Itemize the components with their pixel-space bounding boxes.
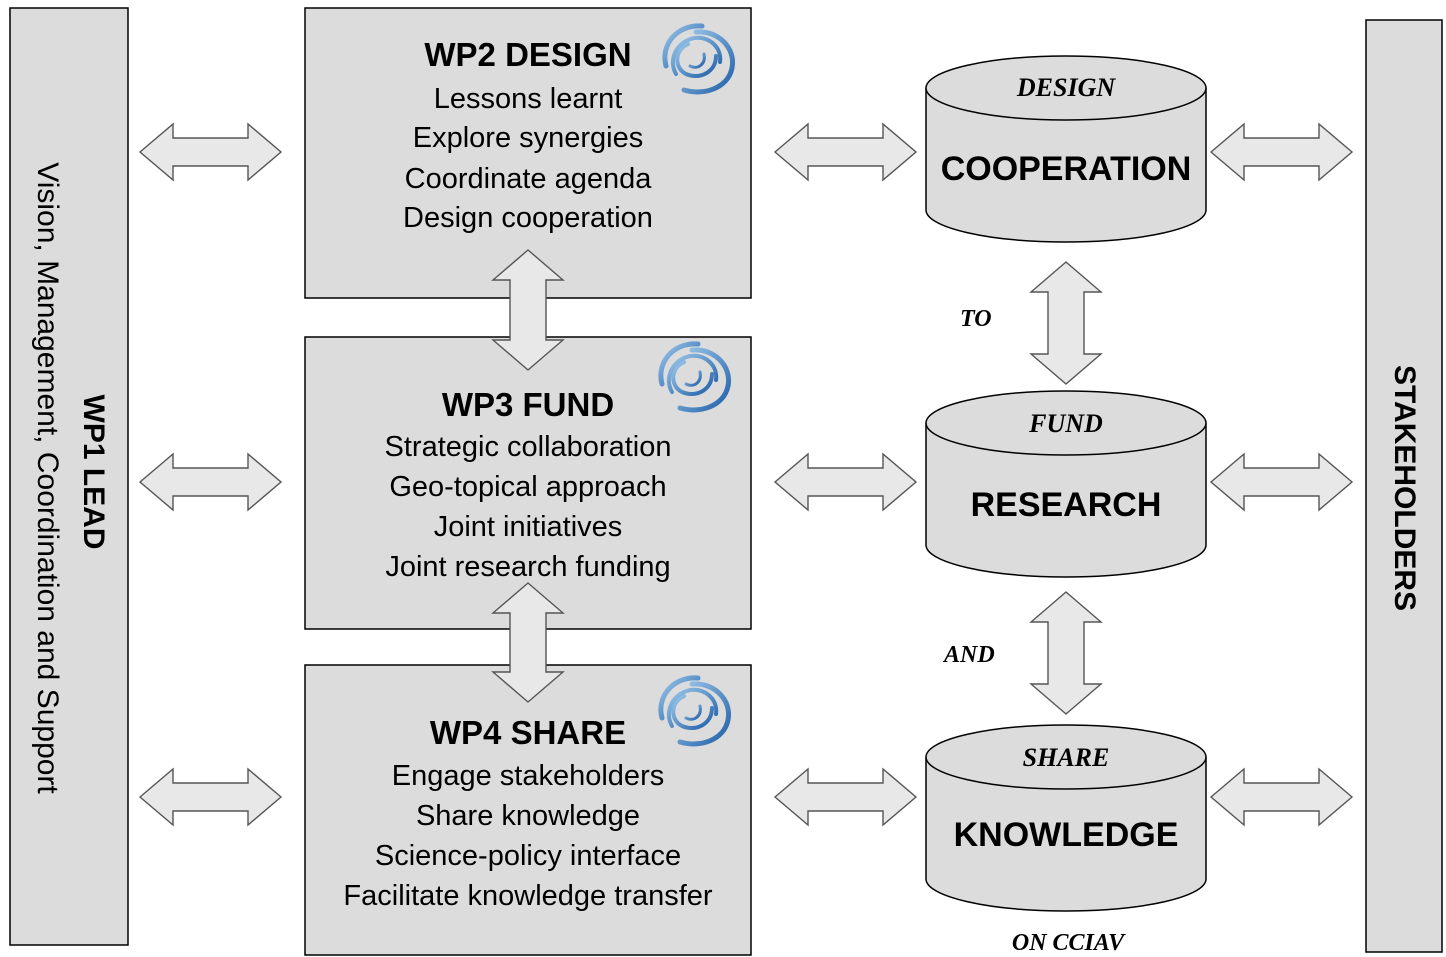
double-arrow-icon [1209,452,1354,512]
wp3-item: Joint research funding [385,551,670,583]
wp4-title: WP4 SHARE [430,714,626,751]
double-arrow-icon [138,122,283,182]
double-arrow-icon [491,249,565,371]
cylinder-cooperation: DESIGN COOPERATION [925,55,1207,243]
double-arrow-icon [1029,591,1103,715]
wp4-item: Facilitate knowledge transfer [343,880,712,912]
wp4-share-box: WP4 SHARE Engage stakeholders Share know… [304,664,752,956]
wp2-item: Explore synergies [413,122,644,154]
cylinder-verb: SHARE [1023,743,1110,772]
wp1-lead-box: WP1 LEAD Vision, Management, Coordinatio… [9,7,129,946]
stakeholders-box: STAKEHOLDERS [1365,19,1443,953]
cylinder-noun: KNOWLEDGE [954,816,1179,854]
cylinder-knowledge: SHARE KNOWLEDGE [925,724,1207,912]
wp3-fund-box: WP3 FUND Strategic collaboration Geo-top… [304,336,752,630]
wp3-item: Geo-topical approach [389,471,666,503]
wp2-item: Coordinate agenda [405,163,653,195]
double-arrow-icon [773,767,918,827]
stakeholders-label: STAKEHOLDERS [1388,365,1421,611]
cylinder-noun: RESEARCH [971,486,1162,524]
wp3-item: Joint initiatives [434,511,623,543]
wp4-item: Engage stakeholders [392,760,664,792]
double-arrow-icon [138,767,283,827]
double-arrow-icon [138,452,283,512]
double-arrow-icon [773,122,918,182]
wp4-item: Science-policy interface [375,840,681,872]
wp3-title: WP3 FUND [442,386,614,423]
double-arrow-icon [491,582,565,703]
double-arrow-icon [1209,767,1354,827]
cylinder-verb: DESIGN [1016,73,1116,102]
double-arrow-icon [1209,122,1354,182]
wp2-item: Lessons learnt [434,83,623,115]
wp2-title: WP2 DESIGN [424,36,631,73]
wp1-title: WP1 LEAD [77,394,110,549]
wp3-item: Strategic collaboration [385,431,672,463]
cylinder-noun: COOPERATION [941,150,1192,188]
connector-and: AND [942,642,995,668]
wp2-design-box: WP2 DESIGN Lessons learnt Explore synerg… [304,7,752,299]
cylinder-research: FUND RESEARCH [925,390,1207,578]
double-arrow-icon [1029,261,1103,385]
cylinder-verb: FUND [1028,409,1103,438]
double-arrow-icon [773,452,918,512]
connector-to: TO [960,306,992,332]
wp2-item: Design cooperation [403,202,653,234]
wp1-subtitle: Vision, Management, Coordination and Sup… [31,162,64,794]
wp4-item: Share knowledge [416,800,640,832]
connector-on-cciav: ON CCIAV [1012,930,1126,956]
